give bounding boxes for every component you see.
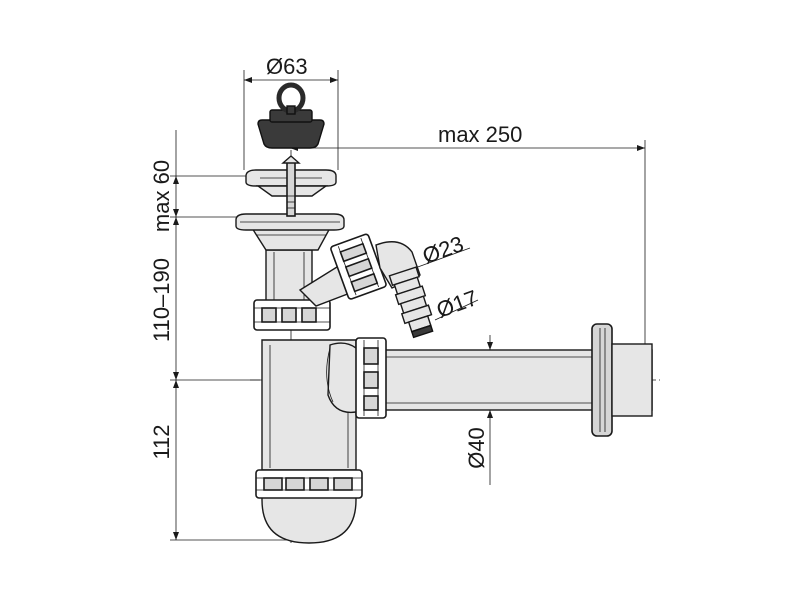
- hose-diameter-1-label: Ø23: [419, 231, 467, 269]
- siphon-body: [255, 337, 387, 544]
- inlet-tube: [250, 227, 332, 331]
- stopper-plug: [257, 82, 325, 149]
- top-height-label: max 60: [149, 160, 174, 232]
- mid-height-label: 110–190: [149, 258, 174, 342]
- sink-flange: [235, 213, 345, 231]
- outlet-pipe: [379, 323, 653, 437]
- outlet-diameter-label: Ø40: [464, 427, 489, 469]
- strainer-diameter-label: Ø63: [266, 54, 308, 79]
- max-length-label: max 250: [438, 122, 522, 147]
- bottom-height-label: 112: [149, 424, 174, 459]
- hose-connector: [298, 233, 434, 339]
- dimension-labels: Ø63 max 250 max 60 110–190 112 Ø23 Ø17 Ø…: [149, 54, 522, 469]
- hose-diameter-2-label: Ø17: [433, 285, 481, 323]
- strainer: [245, 155, 337, 217]
- extension-lines: [170, 70, 646, 541]
